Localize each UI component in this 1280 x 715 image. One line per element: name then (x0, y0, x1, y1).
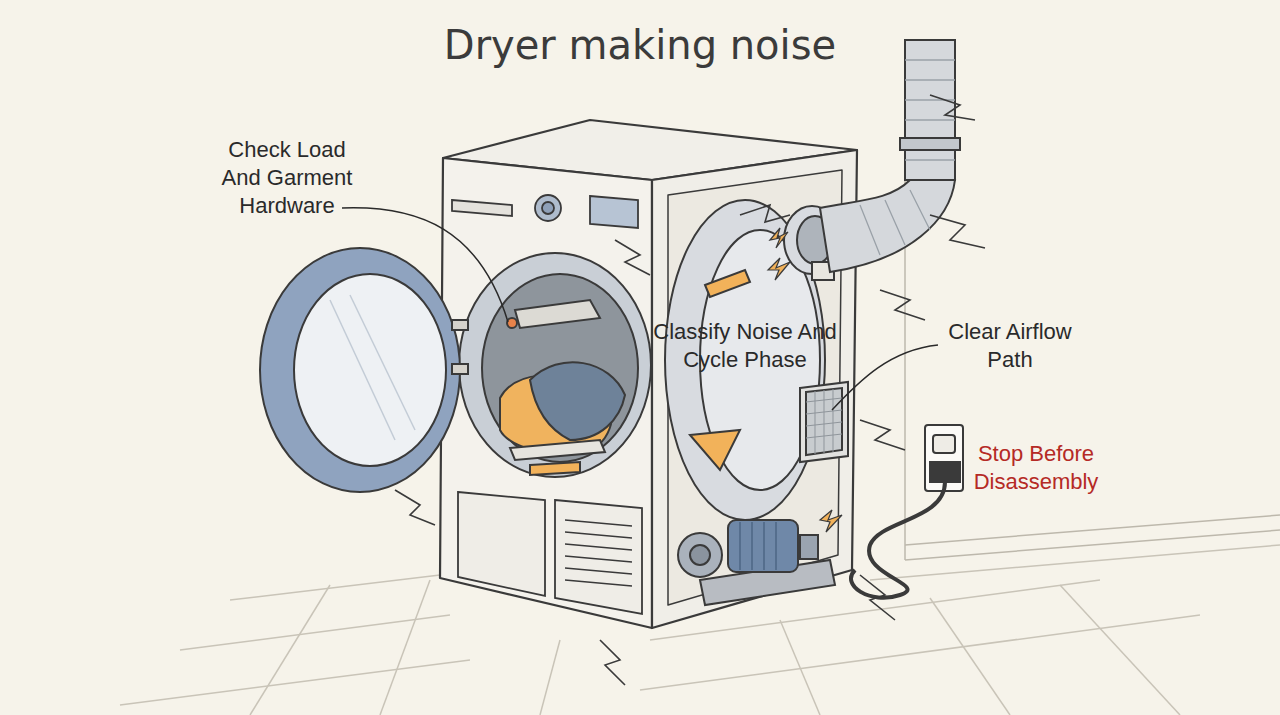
noise-marks-part (860, 420, 905, 450)
door-opening-part (459, 253, 651, 477)
power-outlet (851, 425, 963, 598)
motor-part (800, 535, 818, 559)
drum-part (705, 270, 750, 297)
callout-label: Classify Noise And Cycle Phase (650, 318, 840, 374)
floor-tiles-part (540, 640, 560, 715)
lower-panel-part (458, 492, 545, 596)
noise-marks-part (615, 240, 650, 275)
power-outlet-part (851, 482, 945, 598)
motor-part (728, 520, 798, 572)
motor-part (690, 545, 710, 565)
control-panel-part (542, 202, 554, 214)
exhaust-duct-part (860, 60, 955, 255)
motor-part (678, 533, 722, 577)
vent-and-filter-part (806, 389, 842, 454)
floor-tiles-part (640, 615, 1200, 690)
leader-lines-part (342, 208, 508, 322)
lower-panel-part (565, 520, 632, 586)
floor-tiles-part (870, 545, 1280, 580)
dryer-body (440, 120, 857, 628)
door-opening (459, 253, 651, 477)
exhaust-duct-part (820, 180, 955, 272)
power-outlet-part (933, 435, 955, 453)
vent-and-filter-part (800, 382, 848, 462)
noise-marks-part (395, 490, 435, 525)
door-opening-part (530, 462, 580, 475)
exhaust-duct (820, 40, 960, 272)
exhaust-duct-part (905, 40, 955, 180)
motor (678, 520, 835, 605)
floor-tiles-part (1060, 585, 1180, 715)
lower-panel (458, 492, 642, 614)
control-panel-part (452, 200, 512, 216)
drum-part (690, 430, 740, 470)
control-panel (452, 195, 638, 228)
floor-tiles-part (250, 585, 330, 715)
open-door-part (350, 295, 415, 430)
callout-label: Check Load And Garment Hardware (212, 136, 362, 220)
door-opening-part (515, 300, 600, 328)
leader-lines (342, 208, 938, 410)
floor-tiles-part (780, 620, 820, 715)
noise-marks-part (860, 575, 895, 620)
vibration-bolts-part (770, 228, 788, 248)
wall-part (905, 530, 1280, 560)
floor-tiles-part (930, 598, 1010, 715)
wall-part (905, 515, 1280, 545)
door-opening-part (530, 362, 625, 440)
dryer-body-part (440, 158, 652, 628)
exhaust-duct-part (900, 138, 960, 150)
control-panel-part (535, 195, 561, 221)
vibration-bolts (768, 228, 842, 532)
open-door (260, 248, 468, 492)
noise-marks-part (880, 290, 925, 320)
noise-marks-part (600, 640, 625, 685)
open-door-part (294, 274, 446, 466)
noise-marks-part (740, 205, 790, 222)
vent-and-filter-part (806, 388, 842, 455)
floor-tiles-part (230, 575, 440, 600)
noise-marks (395, 95, 985, 685)
power-outlet-part (930, 462, 960, 482)
open-door-part (452, 364, 468, 374)
door-opening-part (507, 318, 517, 328)
door-opening-part (510, 440, 605, 460)
floor-tiles-part (380, 580, 430, 715)
open-door-part (260, 248, 460, 492)
lower-panel-part (555, 500, 642, 614)
door-opening-part (482, 274, 638, 462)
floor-tiles-part (180, 615, 450, 650)
noise-marks-part (930, 95, 975, 120)
control-panel-part (590, 196, 638, 228)
callout-label: Clear Airflow Path (935, 318, 1085, 374)
vibration-bolts-part (768, 258, 790, 280)
motor-part (740, 522, 776, 570)
noise-marks-part (930, 215, 985, 248)
diagram-title: Dryer making noise (0, 22, 1280, 68)
open-door-part (452, 320, 468, 330)
warning-label: Stop Before Disassembly (965, 440, 1107, 496)
vibration-bolts-part (820, 510, 842, 532)
power-outlet-part (925, 425, 963, 491)
wall (905, 40, 1280, 560)
floor-tiles-part (120, 660, 470, 705)
leader-lines-part (832, 345, 938, 410)
